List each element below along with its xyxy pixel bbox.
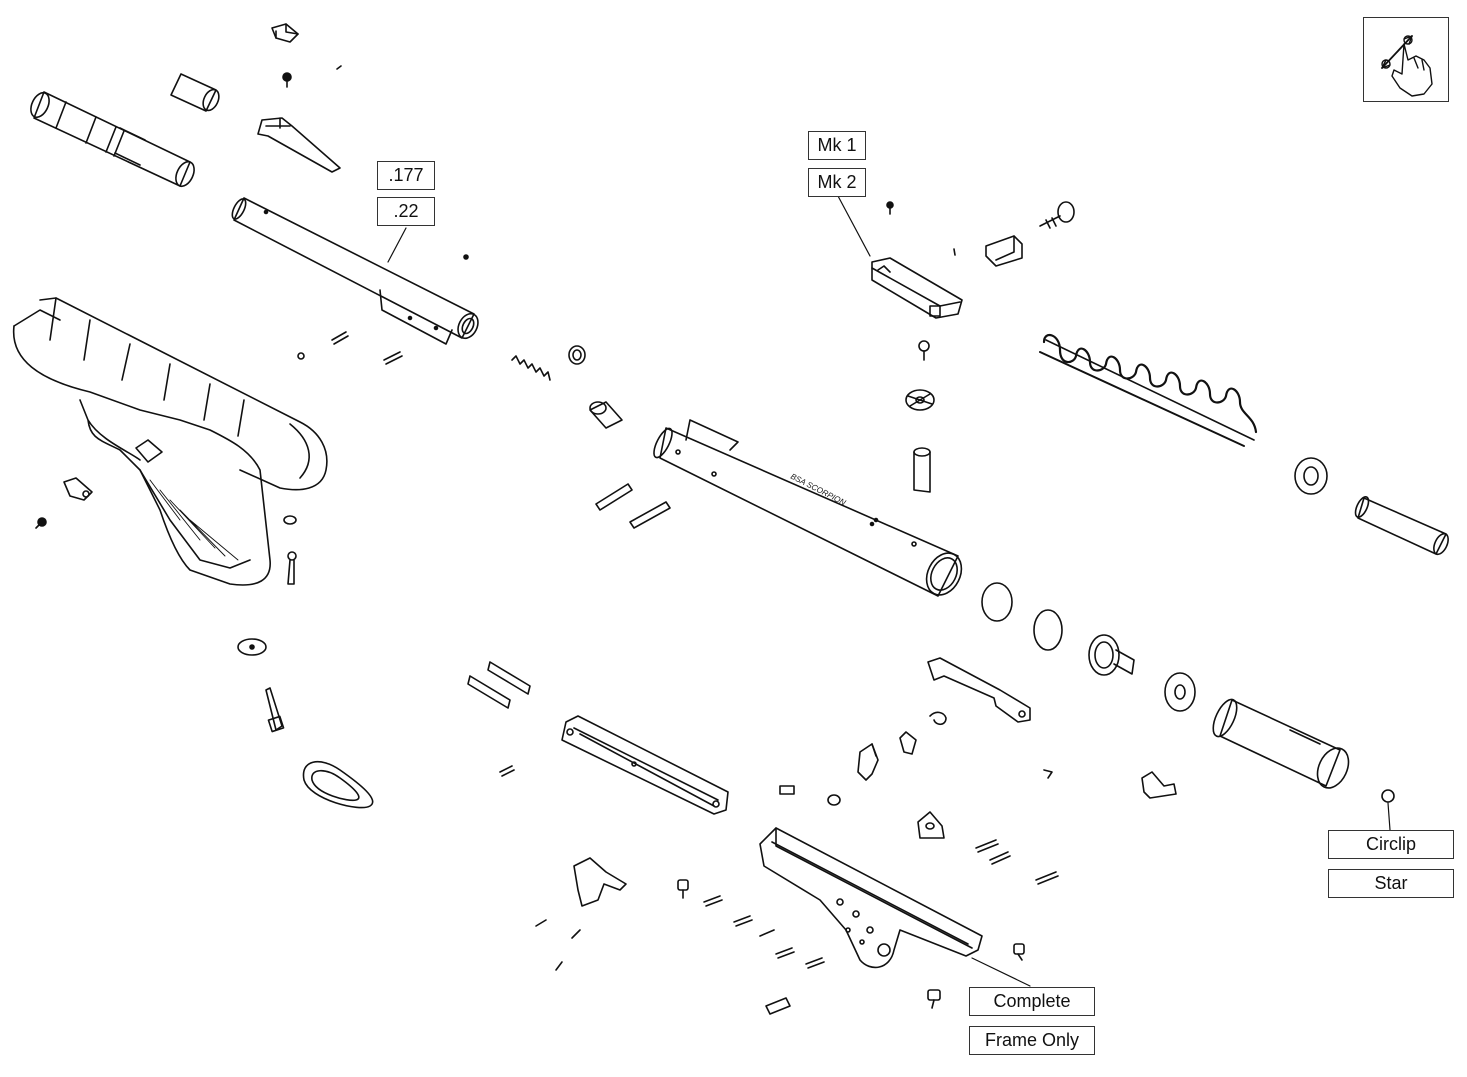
grip-screw-part[interactable]: [35, 517, 47, 529]
sear-part[interactable]: [857, 743, 879, 781]
pin-part-3[interactable]: [499, 765, 515, 777]
caliber-22-label[interactable]: .22: [377, 197, 435, 226]
screw-part-4[interactable]: [779, 785, 795, 795]
pin-pair-part[interactable]: [297, 254, 469, 365]
stock-bolt-part[interactable]: [265, 687, 285, 733]
circlip-leader-line: [1387, 802, 1391, 831]
frame-only-label[interactable]: Frame Only: [969, 1026, 1095, 1055]
long-screw-part[interactable]: [287, 551, 297, 585]
frame-leader-line: [971, 957, 1031, 987]
tiny-pin-part[interactable]: [336, 65, 342, 70]
bolt-screw-part[interactable]: [886, 201, 894, 215]
caliber-177-label[interactable]: .177: [377, 161, 435, 190]
mainspring-part[interactable]: [1039, 333, 1258, 447]
cylinder-pins-part[interactable]: [595, 483, 671, 529]
mk-leader-line: [837, 195, 871, 257]
star-washer-part[interactable]: [905, 389, 935, 411]
safety-catch-part[interactable]: [1141, 771, 1177, 799]
mk2-label[interactable]: Mk 2: [808, 168, 866, 197]
o-ring-part[interactable]: [981, 582, 1013, 622]
small-screw-part[interactable]: [282, 72, 292, 88]
trigger-screw-part[interactable]: [677, 879, 689, 899]
stock-grip-part[interactable]: [12, 297, 328, 586]
bolt-knob-part[interactable]: [1039, 201, 1075, 229]
seal-ring-part[interactable]: [568, 345, 586, 365]
circlip-label[interactable]: Circlip: [1328, 830, 1454, 859]
mk1-label[interactable]: Mk 1: [808, 131, 866, 160]
butt-cap-part[interactable]: [302, 761, 374, 809]
barrel-part[interactable]: [230, 197, 482, 345]
frame-screw-part[interactable]: [1013, 943, 1025, 961]
bottom-screw-part[interactable]: [927, 989, 941, 1009]
breech-block-part[interactable]: [871, 257, 963, 319]
buffer-washer-part[interactable]: [1164, 672, 1196, 712]
spring-guide-part[interactable]: [1353, 495, 1451, 557]
main-cylinder-part[interactable]: [650, 419, 968, 601]
complete-label[interactable]: Complete: [969, 987, 1095, 1016]
small-washer-part[interactable]: [283, 515, 297, 525]
cocking-lever-part[interactable]: [927, 657, 1031, 723]
trigger-pin-part[interactable]: [913, 447, 931, 493]
barrel-leader-line: [387, 227, 407, 263]
trigger-part[interactable]: [573, 857, 627, 907]
trigger-frame-part[interactable]: [759, 827, 983, 969]
cylinder-stamp-text: BSA SCORPION: [789, 472, 847, 508]
small-clip-part[interactable]: [1043, 769, 1053, 779]
rear-sight-part[interactable]: [257, 117, 341, 173]
bushing-part[interactable]: [589, 401, 623, 429]
trigger-link-part[interactable]: [899, 731, 917, 755]
frame-pins-part[interactable]: [975, 839, 1059, 885]
spring-washer-part[interactable]: [1294, 457, 1328, 495]
link-arm-part[interactable]: [467, 661, 531, 709]
zoom-button[interactable]: [1363, 17, 1449, 102]
piston-stud-part[interactable]: [918, 340, 930, 361]
tiny-pin-part-2[interactable]: [953, 248, 956, 256]
sear-block-part[interactable]: [917, 811, 945, 839]
washer-part[interactable]: [237, 638, 267, 656]
nut-part[interactable]: [827, 794, 841, 806]
circlip-part[interactable]: [1381, 789, 1395, 803]
small-spring-part[interactable]: [929, 711, 947, 726]
piston-sleeve-part[interactable]: [1208, 696, 1354, 793]
misc-pins-part[interactable]: [535, 895, 825, 1015]
top-nut-part[interactable]: [271, 23, 299, 43]
sleeve-part[interactable]: [170, 73, 222, 113]
cocking-slide-part[interactable]: [561, 715, 729, 815]
trigger-guard-part[interactable]: [63, 477, 93, 501]
latch-part[interactable]: [985, 235, 1023, 267]
piston-head-part[interactable]: [1088, 634, 1135, 676]
silencer-part[interactable]: [27, 90, 197, 189]
barrel-spring-part[interactable]: [511, 355, 551, 381]
pinch-zoom-icon: [1381, 35, 1433, 97]
o-ring-part-2[interactable]: [1033, 609, 1063, 651]
star-label[interactable]: Star: [1328, 869, 1454, 898]
